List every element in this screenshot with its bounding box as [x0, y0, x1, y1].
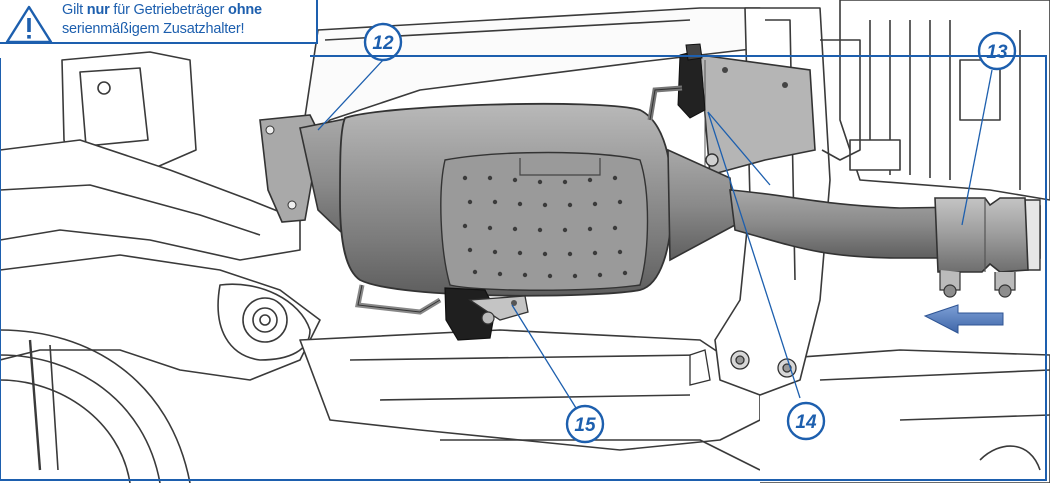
- warning-triangle-icon: [5, 5, 53, 44]
- arrow-left-icon: [923, 304, 1004, 334]
- callout-12: 12: [363, 22, 403, 62]
- exhaust-pipe-with-clamp: [729, 189, 1041, 298]
- subframe-bolts: [689, 349, 797, 386]
- mounting-bracket-14: [677, 43, 816, 177]
- callout-14: 14: [786, 401, 826, 441]
- callout-15-label: 15: [574, 415, 596, 436]
- notice-line1-bold-nur: nur: [86, 2, 110, 18]
- notice-box: Gilt nur für Getriebeträger ohne serienm…: [0, 0, 318, 44]
- callout-13-label: 13: [986, 42, 1008, 63]
- callout-12-label: 12: [372, 33, 394, 54]
- callout-13: 13: [977, 31, 1017, 71]
- callout-15: 15: [565, 404, 605, 444]
- notice-line1-middle: für Getriebeträger: [109, 2, 229, 18]
- notice-line2: serienmäßigem Zusatzhalter!: [62, 21, 245, 37]
- notice-line1-prefix: Gilt: [62, 2, 87, 18]
- notice-text: Gilt nur für Getriebeträger ohne serienm…: [62, 1, 316, 39]
- notice-line1-bold-ohne: ohne: [228, 2, 262, 18]
- particulate-filter: [259, 85, 736, 315]
- callout-14-label: 14: [795, 412, 817, 433]
- callout-leaders: [317, 59, 993, 409]
- direction-arrow: [923, 304, 1004, 334]
- rubber-mount-15: [444, 287, 529, 341]
